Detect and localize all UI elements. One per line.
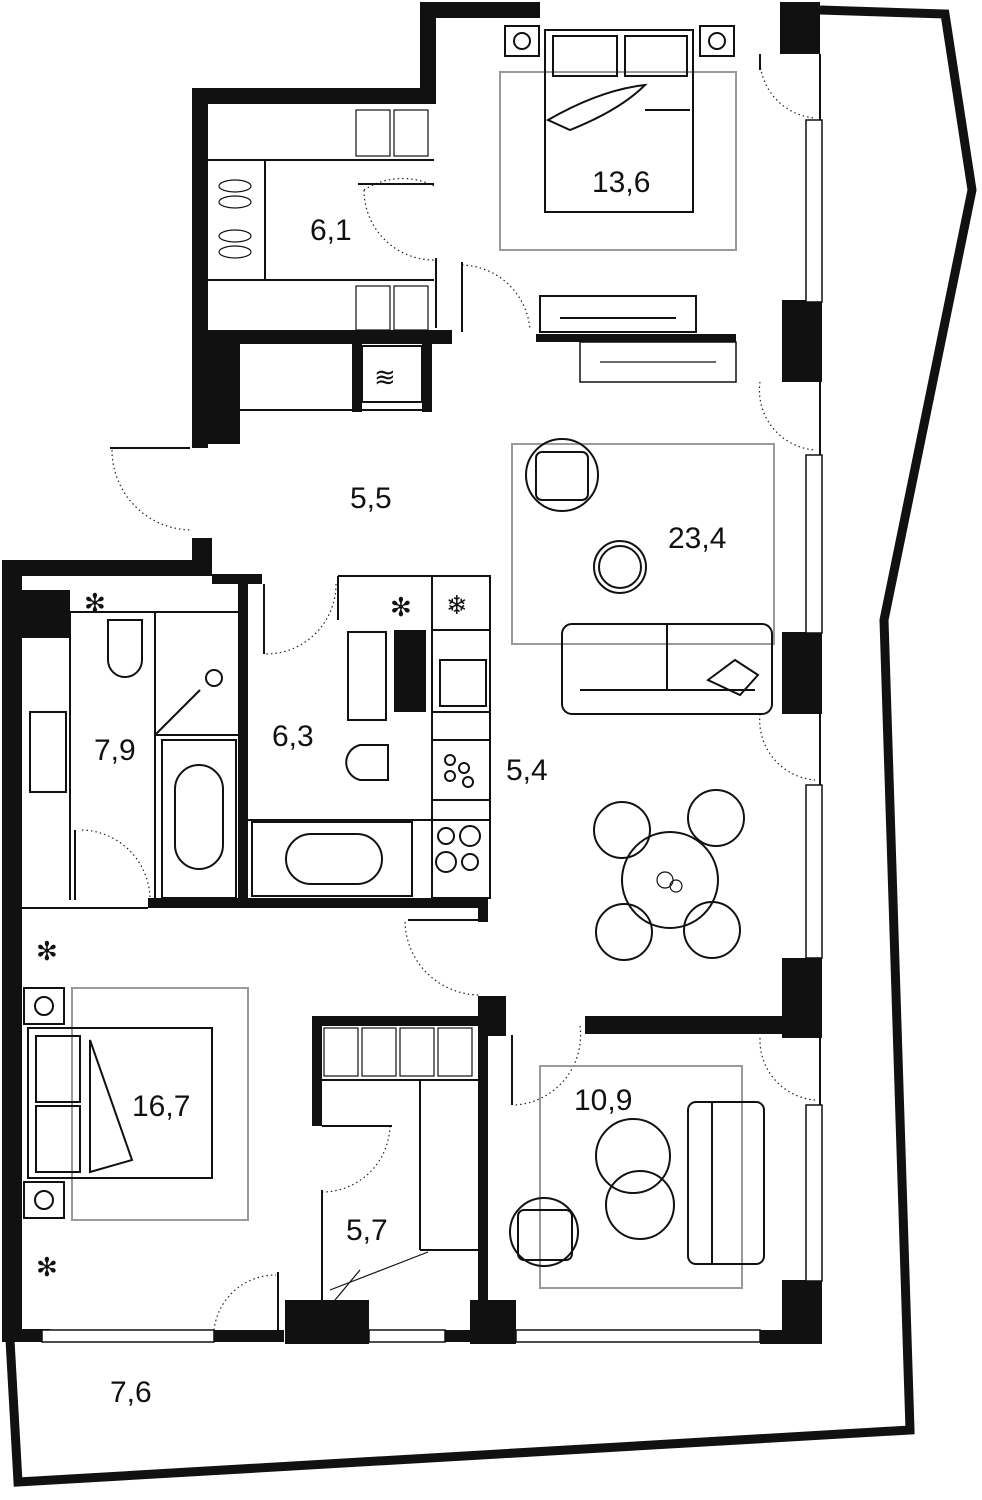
small-room-furniture [509,1065,765,1289]
dressing-top-items [218,109,429,331]
label-dressing-bottom: 5,7 [346,1214,388,1247]
washer: ≋ [361,345,423,403]
living-furniture [511,438,775,715]
snowflake-icon: ❄ [446,591,468,621]
label-bedroom-second: 16,7 [132,1090,190,1123]
door-leaves [74,183,513,1330]
bathroom-mid-fixtures [251,630,426,897]
plant-icon-bedroom-bottom: ✻ [36,1253,58,1283]
terrace-outline [5,5,977,1487]
plant-icon-bedroom-top: ✻ [36,937,58,967]
room-labels: 13,6 6,1 5,5 23,4 7,9 6,3 5,4 16,7 5,7 1… [94,166,726,1409]
label-hall: 5,5 [350,482,392,515]
plant-icon-bath: ✻ [84,589,106,619]
label-bathroom-left: 7,9 [94,734,136,767]
plant-icon-kitchen: ✻ [390,593,412,623]
walls [2,2,822,1344]
label-kitchen: 5,4 [506,754,548,787]
kitchen-appliances: ❄ ✻ [390,575,491,899]
label-bedroom-small: 10,9 [574,1084,632,1117]
bed-second: ✻ ✻ [23,937,249,1283]
windows [41,119,823,1343]
label-dressing-top: 6,1 [310,214,352,247]
label-bathroom-mid: 6,3 [272,720,314,753]
bed-master [499,25,737,333]
door-swings [81,53,816,1331]
label-living: 23,4 [668,522,726,555]
waves-icon: ≋ [374,363,396,393]
bathroom-left-fixtures: ✻ [29,589,237,899]
dining-set [593,789,745,961]
label-terrace: 7,6 [110,1376,152,1409]
label-bedroom-master: 13,6 [592,166,650,199]
dressing-bottom-items [323,1027,473,1301]
